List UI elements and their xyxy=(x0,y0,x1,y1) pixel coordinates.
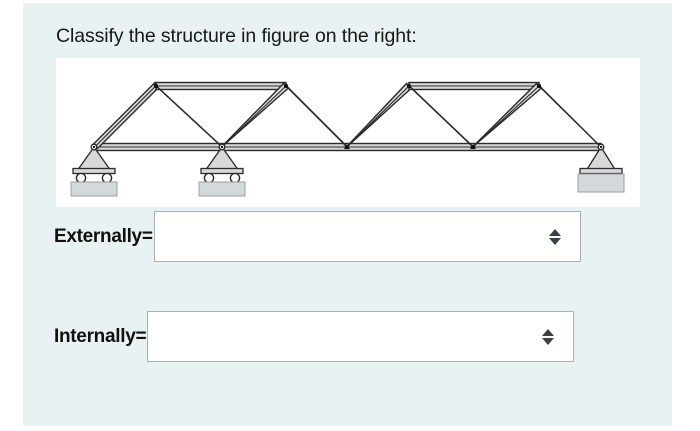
diagonal-b1 xyxy=(343,82,413,150)
externally-dropdown[interactable] xyxy=(153,211,581,262)
truss-node-dots xyxy=(153,83,542,150)
chevron-down-icon xyxy=(542,337,555,345)
question-prompt: Classify the structure in figure on the … xyxy=(56,25,417,47)
question-card: Classify the structure in figure on the … xyxy=(23,3,672,426)
roller-support-left xyxy=(70,143,118,197)
internally-field-row: Internally= xyxy=(54,311,575,362)
figure-panel: .mem { fill:#d8d8d8; stroke:#2b2b2b; str… xyxy=(56,58,640,207)
diagonal-a3 xyxy=(283,82,350,150)
diagonal-a1 xyxy=(153,82,225,150)
chevron-up-icon xyxy=(542,328,555,336)
roller-support-middle xyxy=(198,143,246,197)
internally-label: Internally= xyxy=(54,326,147,347)
left-inclined-chord xyxy=(91,81,161,150)
diagonal-a2 xyxy=(218,82,290,150)
top-chord-right xyxy=(408,81,540,91)
right-inclined-chord xyxy=(536,82,604,150)
diagonal-b2 xyxy=(406,82,476,150)
truss-diagram: .mem { fill:#d8d8d8; stroke:#2b2b2b; str… xyxy=(70,81,625,197)
pin-support-right xyxy=(577,143,625,193)
diagonal-b3 xyxy=(470,82,543,150)
externally-field-row: Externally= xyxy=(54,211,581,262)
chevron-up-icon xyxy=(548,228,561,236)
externally-label: Externally= xyxy=(54,226,153,247)
top-chord-left xyxy=(155,81,287,91)
internally-dropdown[interactable] xyxy=(147,311,575,362)
chevron-updown-icon[interactable] xyxy=(542,228,568,245)
chevron-down-icon xyxy=(548,237,561,245)
chevron-updown-icon[interactable] xyxy=(535,328,561,345)
